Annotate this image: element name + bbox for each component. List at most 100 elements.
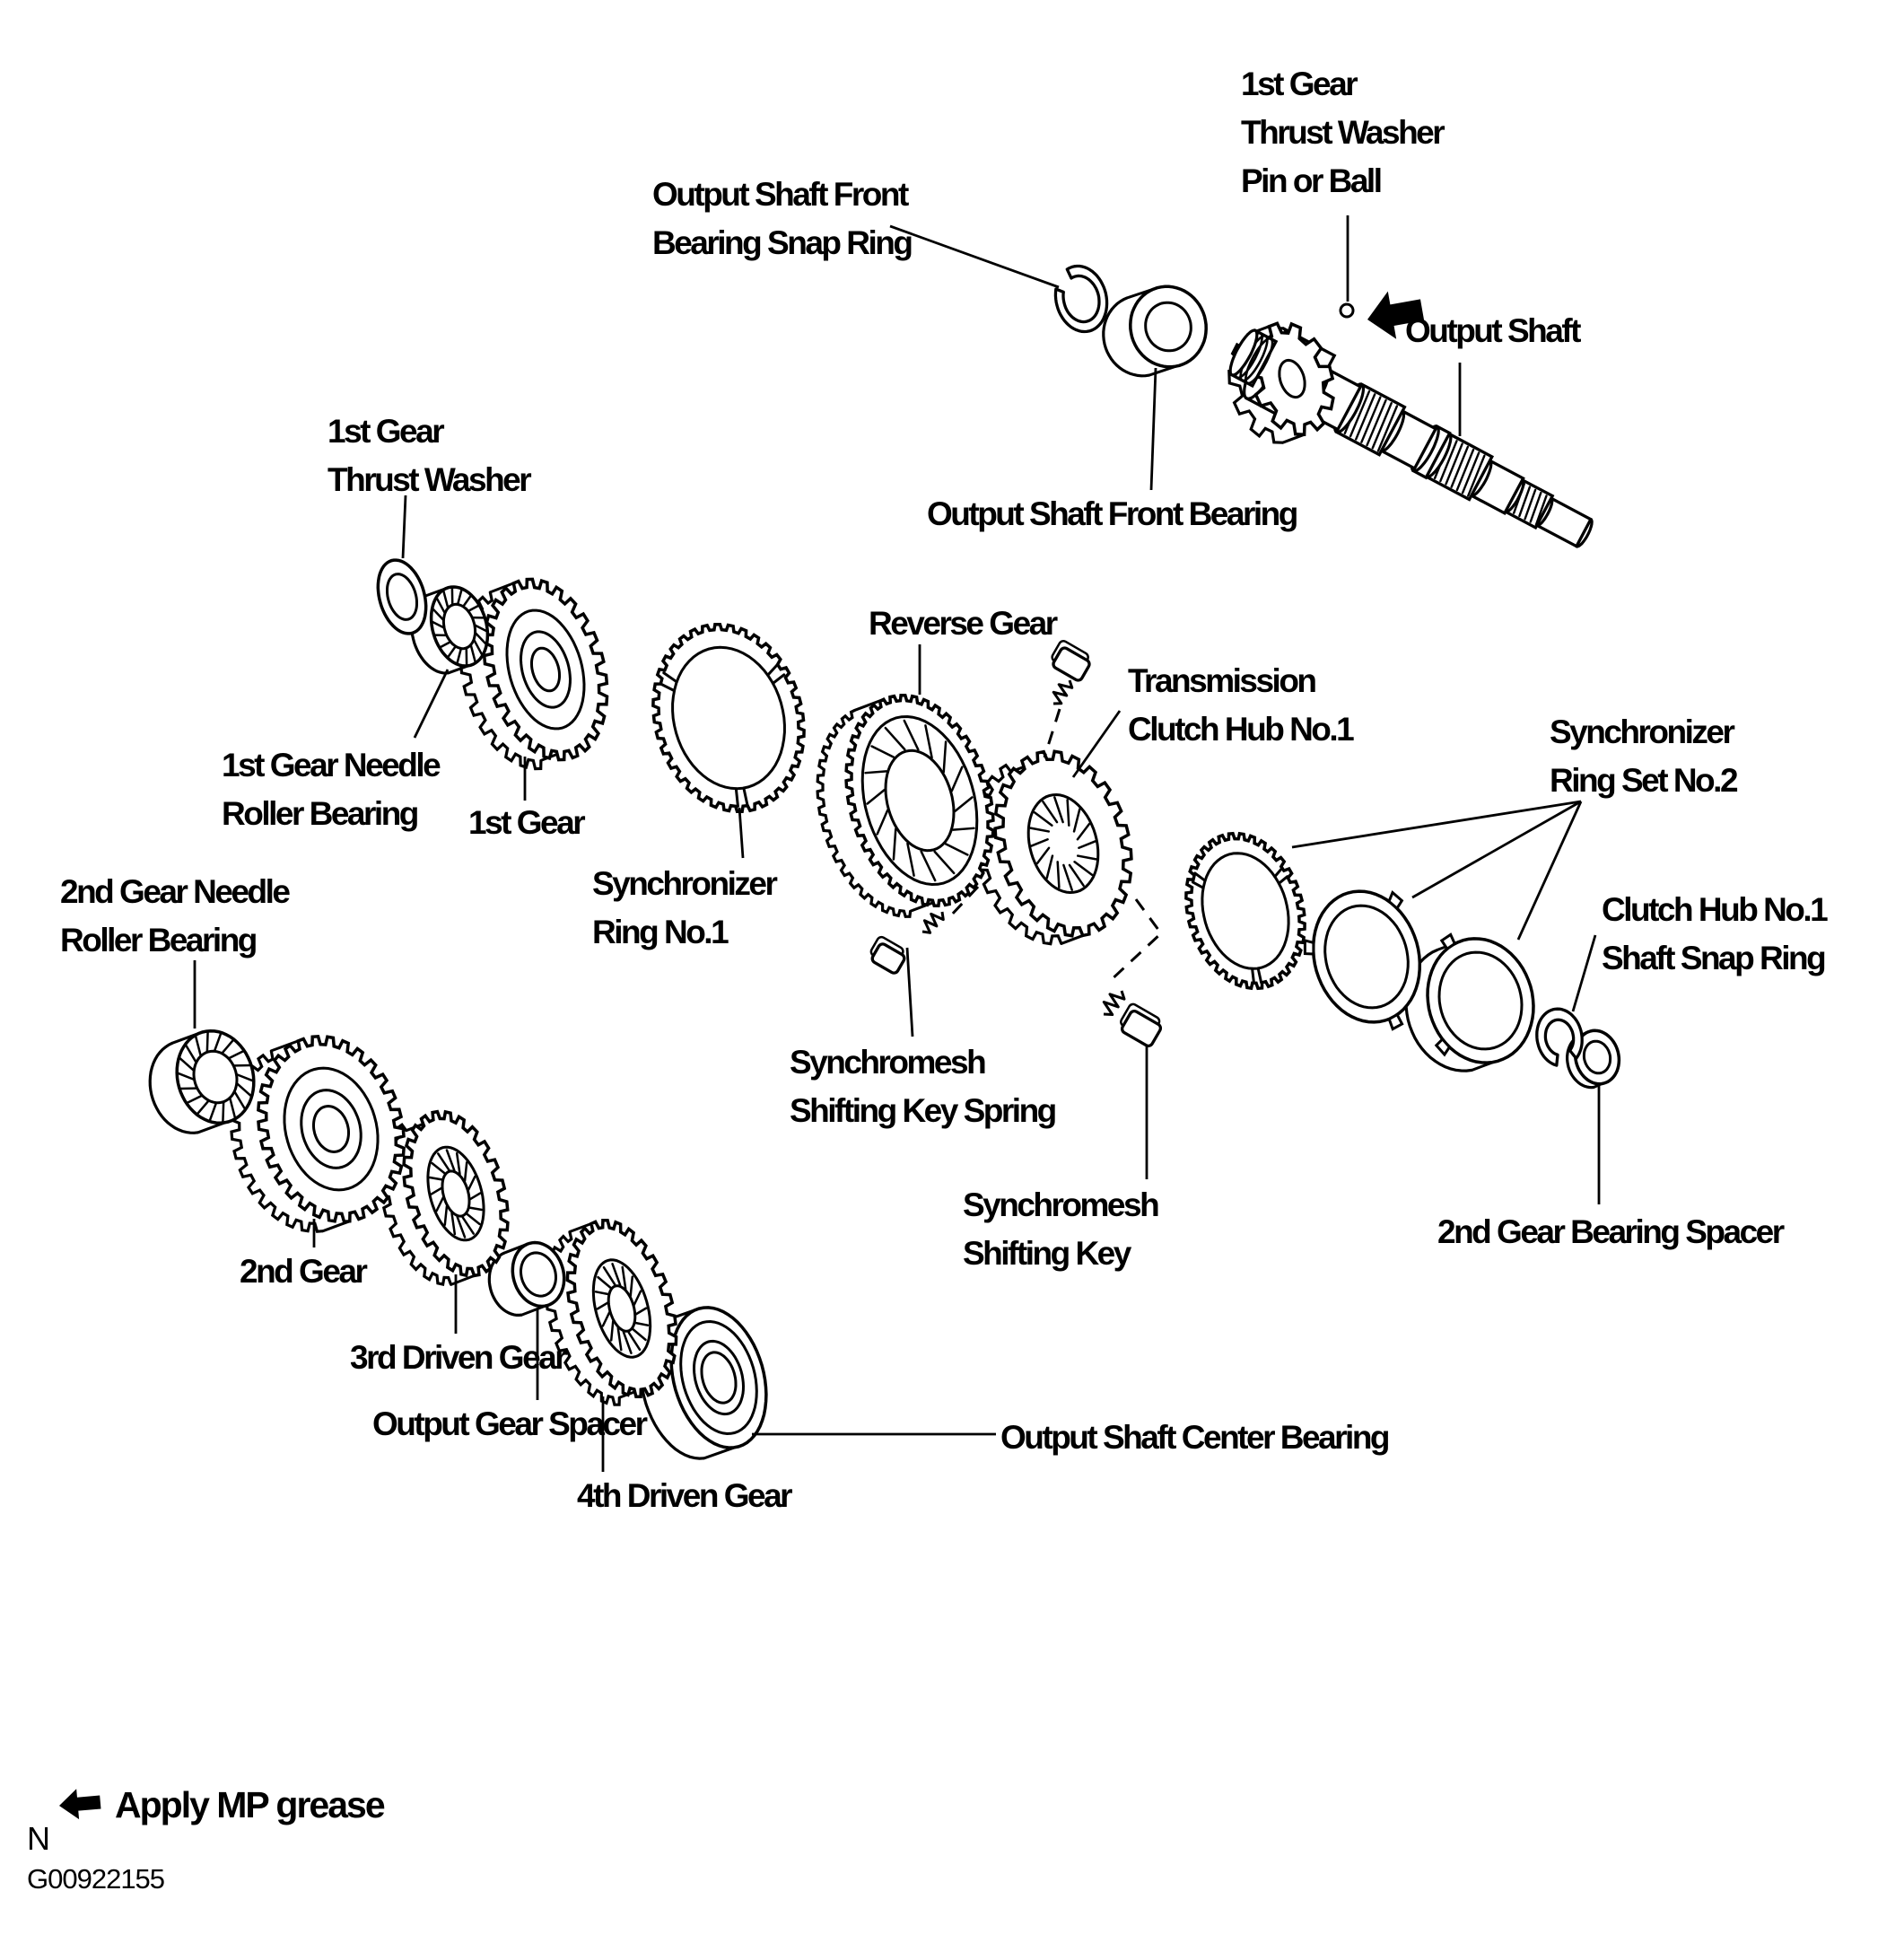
label-2nd-gear: 2nd Gear [240,1253,370,1290]
leader-1st-gear-needle-roller-bearing [413,669,450,739]
dashed-links-layer [948,708,1164,984]
key-link-left [948,885,980,919]
label-synchromesh-shifting-key-spring-line2: Shifting Key Spring [790,1092,1056,1129]
label-2nd-gear-line1: 2nd Gear [240,1253,367,1290]
shifting-key-spring-top [1052,679,1074,705]
leader-clutch-hub-no1-shaft-snap-ring [1571,934,1597,1012]
1st-gear-part [459,577,609,771]
leader-synchronizer-ring-no1 [738,807,745,859]
shifting-key-spring-left [921,911,945,934]
shifting-key-right [1120,1002,1163,1048]
synchronizer-ring-set-outer [1404,932,1535,1072]
label-output-shaft-front-bearing-snap-ring-line2: Bearing Snap Ring [652,224,912,261]
grease-arrow-legend [59,1789,101,1820]
leader-synchronizer-ring-set-no2-1 [1411,800,1582,899]
label-1st-gear-needle-roller-bearing-line2: Roller Bearing [222,795,418,832]
pin-or-ball-part [1339,302,1355,319]
label-3rd-driven-gear: 3rd Driven Gear [350,1339,570,1376]
label-2nd-gear-needle-roller-bearing-line2: Roller Bearing [60,922,257,958]
label-output-shaft: Output Shaft [1405,312,1584,349]
leader-output-shaft-front-bearing [1149,367,1157,491]
reverse-gear-part [816,693,995,918]
label-1st-gear-thrust-washer-pin-or-ball-line1: 1st Gear [1241,66,1358,102]
label-3rd-driven-gear-line1: 3rd Driven Gear [350,1339,567,1376]
label-output-gear-spacer-line1: Output Gear Spacer [372,1405,648,1442]
leader-lines-layer [193,215,1601,1472]
leader-synchronizer-ring-set-no2-2 [1516,801,1583,941]
label-1st-gear-needle-roller-bearing-line1: 1st Gear Needle [222,747,441,783]
label-clutch-hub-no1-shaft-snap-ring-line1: Clutch Hub No.1 [1602,891,1828,928]
synchronizer-ring-set-inner [1184,831,1306,991]
shifting-key-spring-right [1102,990,1126,1016]
leader-1st-gear-thrust-washer [401,495,407,559]
label-synchronizer-ring-no1-line1: Synchronizer [592,865,777,902]
label-output-shaft-front-bearing-snap-ring-line1: Output Shaft Front [652,176,909,213]
label-synchromesh-shifting-key-line1: Synchromesh [963,1186,1158,1223]
key-link-top [1043,708,1061,758]
output-shaft-front-boss [1228,328,1279,389]
label-transmission-clutch-hub-no1-line1: Transmission [1128,662,1315,699]
2nd-gear-part [230,1034,406,1233]
label-output-shaft-center-bearing: Output Shaft Center Bearing [1000,1419,1391,1456]
shifting-key-top [1051,640,1091,682]
leader-transmission-clutch-hub-no1 [1071,710,1122,778]
apply-grease-legend-text: Apply MP grease [115,1784,386,1825]
shifting-key-left [869,935,906,975]
label-1st-gear: 1st Gear [468,804,588,841]
label-reverse-gear-line1: Reverse Gear [869,605,1058,642]
label-output-gear-spacer: Output Gear Spacer [372,1405,650,1442]
leader-synchromesh-shifting-key-spring [905,947,914,1037]
clutch-hub-shaft-snap-ring-part [1535,1007,1584,1067]
label-2nd-gear-bearing-spacer: 2nd Gear Bearing Spacer [1437,1213,1786,1250]
label-1st-gear-thrust-washer-line1: 1st Gear [328,413,444,450]
4th-driven-gear-part [544,1219,678,1406]
label-1st-gear-thrust-washer-pin-or-ball-line2: Thrust Washer [1241,114,1445,151]
grease-arrow-top [1367,291,1425,339]
label-2nd-gear-needle-roller-bearing-line1: 2nd Gear Needle [60,873,290,910]
label-synchronizer-ring-set-no2-line1: Synchronizer [1550,713,1734,750]
2nd-gear-needle-roller-bearing-part [148,1029,256,1134]
figure-code: G00922155 [27,1863,165,1895]
label-synchromesh-shifting-key-spring-line1: Synchromesh [790,1044,985,1081]
label-output-shaft-front-bearing-line1: Output Shaft Front Bearing [927,495,1297,532]
label-clutch-hub-no1-shaft-snap-ring-line2: Shaft Snap Ring [1602,940,1825,976]
label-4th-driven-gear: 4th Driven Gear [577,1477,795,1514]
note-marker: N [27,1820,50,1857]
label-reverse-gear: Reverse Gear [869,605,1060,642]
label-output-shaft-line1: Output Shaft [1405,312,1581,349]
synchronizer-ring-no1-part [651,622,806,814]
label-1st-gear-thrust-washer-line2: Thrust Washer [328,461,531,498]
front-bearing-snap-ring-part [1053,264,1109,334]
label-output-shaft-center-bearing-line1: Output Shaft Center Bearing [1000,1419,1389,1456]
label-1st-gear-line1: 1st Gear [468,804,585,841]
output-gear-spacer-part [487,1240,566,1317]
label-4th-driven-gear-line1: 4th Driven Gear [577,1477,792,1514]
label-synchronizer-ring-set-no2-line2: Ring Set No.2 [1550,762,1738,799]
label-output-shaft-front-bearing: Output Shaft Front Bearing [927,495,1299,532]
synchronizer-ring-set-middle [1303,889,1422,1031]
label-synchronizer-ring-no1-line2: Ring No.1 [592,914,729,950]
leader-synchronizer-ring-set-no2 [1291,800,1582,849]
parts-layer [59,264,1621,1820]
label-1st-gear-thrust-washer-pin-or-ball-line3: Pin or Ball [1241,162,1381,199]
label-2nd-gear-bearing-spacer-line1: 2nd Gear Bearing Spacer [1437,1213,1785,1250]
1st-gear-thrust-washer-part [376,558,428,635]
label-transmission-clutch-hub-no1-line2: Clutch Hub No.1 [1128,711,1354,748]
leader-output-shaft-front-bearing-snap-ring [889,224,1060,289]
transmission-clutch-hub-part [972,749,1133,946]
label-synchromesh-shifting-key-line2: Shifting Key [963,1235,1132,1272]
